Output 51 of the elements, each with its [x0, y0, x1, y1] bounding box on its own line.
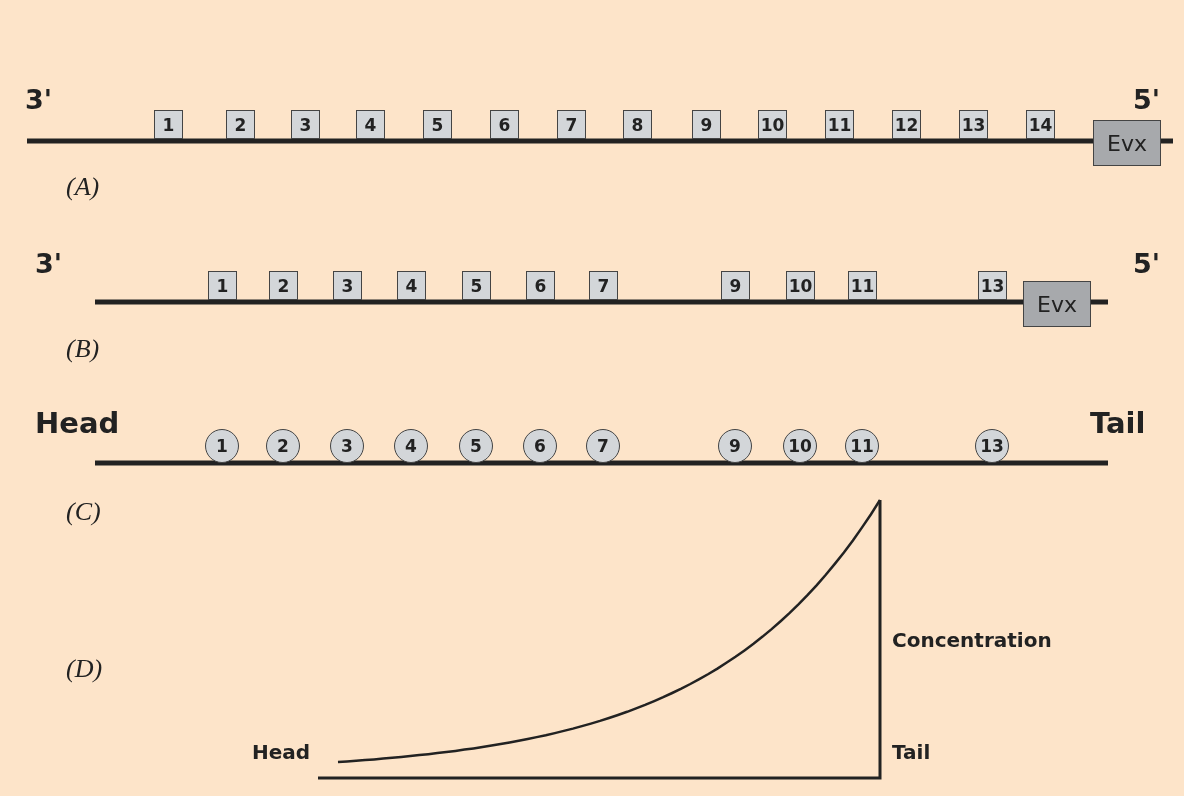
gene-box: 6: [526, 271, 555, 300]
gene-box: 13: [959, 110, 988, 139]
segment-circle: 10: [783, 429, 817, 463]
gene-box: 7: [589, 271, 618, 300]
gene-box: 6: [490, 110, 519, 139]
segment-circle: 7: [586, 429, 620, 463]
axis-end-label: Head: [35, 406, 120, 440]
panel-label: (C): [66, 497, 101, 527]
gene-box: 2: [269, 271, 298, 300]
gene-box: Evx: [1093, 120, 1161, 166]
segment-circle: 4: [394, 429, 428, 463]
end-label: 3': [25, 84, 53, 115]
gene-box: 11: [848, 271, 877, 300]
gene-box: 5: [462, 271, 491, 300]
axis-end-label: Head: [252, 740, 311, 764]
gene-box: 4: [356, 110, 385, 139]
gene-box: 3: [333, 271, 362, 300]
gene-box: 9: [692, 110, 721, 139]
segment-circle: 13: [975, 429, 1009, 463]
gene-box: 7: [557, 110, 586, 139]
panel-label: (B): [66, 334, 100, 364]
segment-circle: 9: [718, 429, 752, 463]
gene-box: Evx: [1023, 281, 1091, 327]
gene-box: 4: [397, 271, 426, 300]
gene-box: 5: [423, 110, 452, 139]
gene-box: 13: [978, 271, 1007, 300]
gene-box: 1: [154, 110, 183, 139]
segment-circle: 6: [523, 429, 557, 463]
end-label: 5': [1133, 84, 1161, 115]
axis-end-label: Tail: [1090, 406, 1146, 440]
panel-label: (D): [66, 654, 103, 684]
gene-box: 10: [786, 271, 815, 300]
end-label: 5': [1133, 248, 1161, 279]
segment-circle: 3: [330, 429, 364, 463]
segment-circle: 2: [266, 429, 300, 463]
gene-box: 9: [721, 271, 750, 300]
end-label: 3': [35, 248, 63, 279]
panel-label: (A): [66, 172, 100, 202]
gene-box: 14: [1026, 110, 1055, 139]
segment-circle: 1: [205, 429, 239, 463]
gene-box: 1: [208, 271, 237, 300]
segment-circle: 5: [459, 429, 493, 463]
axis-label: Concentration: [892, 628, 1052, 652]
gene-box: 12: [892, 110, 921, 139]
gene-box: 2: [226, 110, 255, 139]
gene-box: 8: [623, 110, 652, 139]
axis-end-label: Tail: [892, 740, 931, 764]
gene-box: 11: [825, 110, 854, 139]
gene-box: 3: [291, 110, 320, 139]
segment-circle: 11: [845, 429, 879, 463]
gene-box: 10: [758, 110, 787, 139]
